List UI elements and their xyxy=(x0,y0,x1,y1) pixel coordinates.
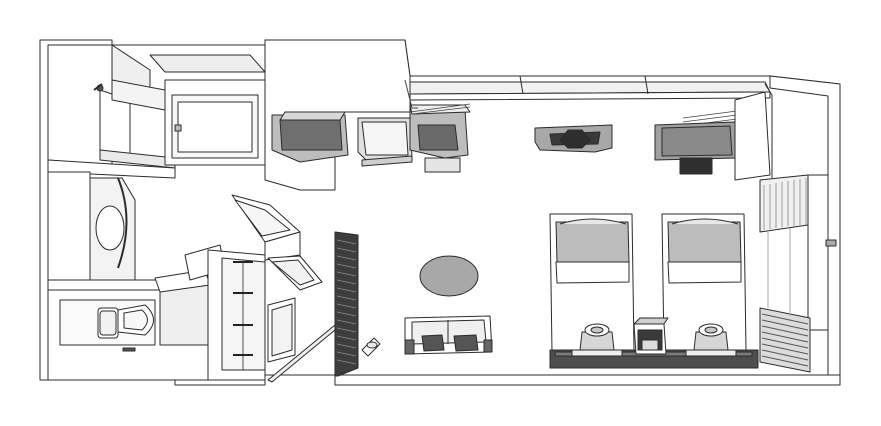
shower-icon xyxy=(94,84,103,91)
bed-1 xyxy=(550,214,634,352)
bathroom xyxy=(48,45,175,178)
nightstand xyxy=(634,318,668,354)
air-conditioner xyxy=(655,92,770,180)
desk xyxy=(358,118,412,166)
tv-console xyxy=(272,112,348,162)
lamp-icon xyxy=(572,324,622,356)
closet xyxy=(208,195,335,382)
balcony-blinds xyxy=(760,175,836,372)
room-divider xyxy=(335,232,358,376)
sink xyxy=(48,172,160,290)
bathtub xyxy=(150,55,265,165)
sofa xyxy=(405,316,492,354)
lamp-icon xyxy=(686,324,736,356)
minibar xyxy=(410,105,470,172)
rug xyxy=(420,256,478,296)
window-rail xyxy=(405,80,772,178)
stool xyxy=(362,338,380,356)
bed-2 xyxy=(662,214,746,352)
toilet xyxy=(98,305,154,338)
tv xyxy=(535,125,612,152)
